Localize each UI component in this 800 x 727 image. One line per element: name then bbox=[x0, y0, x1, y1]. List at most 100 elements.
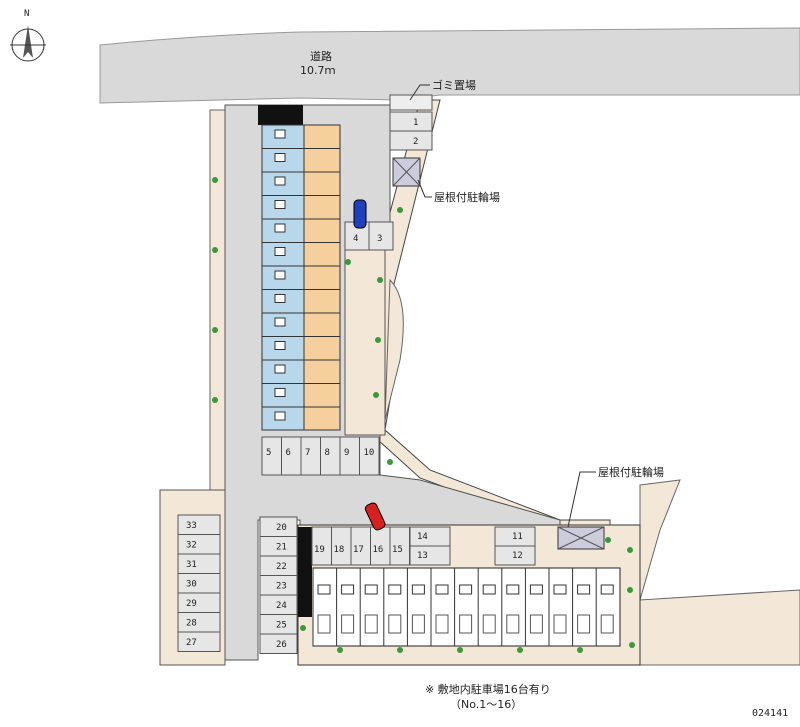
parking-space: 6 bbox=[281, 436, 302, 476]
parking-note-range: （No.1〜16） bbox=[450, 698, 522, 711]
tree-icon bbox=[397, 647, 403, 653]
parking-space: 3 bbox=[368, 221, 394, 251]
parking-space: 29 bbox=[177, 592, 221, 613]
parking-space: 15 bbox=[389, 526, 410, 566]
parking-number: 29 bbox=[186, 599, 197, 609]
building-south bbox=[298, 527, 621, 647]
parking-space: 12 bbox=[494, 545, 536, 566]
parking-number: 21 bbox=[276, 543, 287, 553]
parking-number: 25 bbox=[276, 621, 287, 631]
garbage-area bbox=[389, 94, 433, 111]
tree-icon bbox=[337, 647, 343, 653]
tree-icon bbox=[629, 642, 635, 648]
leader-garbage bbox=[409, 84, 430, 101]
road bbox=[99, 27, 800, 104]
parking-space: 31 bbox=[177, 553, 221, 574]
parking-number: 1 bbox=[413, 118, 418, 128]
parking-number: 10 bbox=[364, 448, 375, 458]
parking-space: 21 bbox=[259, 536, 298, 557]
tree-icon bbox=[517, 647, 523, 653]
parking-number: 28 bbox=[186, 619, 197, 629]
tree-icon bbox=[387, 459, 393, 465]
parking-space: 18 bbox=[331, 526, 352, 566]
parking-number: 33 bbox=[186, 521, 197, 531]
tree-icon bbox=[627, 587, 633, 593]
parking-number: 31 bbox=[186, 560, 197, 570]
tree-icon bbox=[373, 392, 379, 398]
bike-shed-bottom bbox=[557, 526, 605, 550]
parking-number: 32 bbox=[186, 541, 197, 551]
parking-space: 30 bbox=[177, 573, 221, 594]
parking-space: 17 bbox=[350, 526, 371, 566]
parking-number: 9 bbox=[344, 448, 349, 458]
parking-number: 17 bbox=[353, 545, 364, 555]
trees bbox=[212, 177, 635, 653]
leader-bike-top bbox=[417, 179, 432, 198]
parking-space: 24 bbox=[259, 594, 298, 615]
side-slope bbox=[384, 278, 404, 421]
parking-number: 6 bbox=[286, 448, 291, 458]
leader-bike-bottom bbox=[567, 471, 596, 528]
parking-space: 22 bbox=[259, 555, 298, 576]
parking-number: 11 bbox=[512, 532, 523, 542]
parking-space: 14 bbox=[409, 526, 451, 547]
parking-space: 1 bbox=[389, 111, 433, 132]
parking-number: 8 bbox=[325, 448, 330, 458]
car-red-icon bbox=[364, 502, 386, 531]
parking-number: 26 bbox=[276, 640, 287, 650]
parking-space: 23 bbox=[259, 575, 298, 596]
parking-number: 5 bbox=[266, 448, 271, 458]
tree-icon bbox=[377, 277, 383, 283]
parking-number: 15 bbox=[392, 545, 403, 555]
road-width: 10.7ｍ bbox=[300, 64, 336, 77]
parking-number: 4 bbox=[353, 234, 358, 244]
parking-number: 23 bbox=[276, 582, 287, 592]
parking-number: 18 bbox=[334, 545, 345, 555]
parking-number: 7 bbox=[305, 448, 310, 458]
parking-number: 3 bbox=[377, 234, 382, 244]
parking-space: 26 bbox=[259, 633, 298, 654]
parking-number: 2 bbox=[413, 137, 418, 147]
right-landscape bbox=[639, 479, 800, 666]
tree-icon bbox=[457, 647, 463, 653]
tree-icon bbox=[577, 647, 583, 653]
road-name: 道路 bbox=[310, 49, 332, 63]
parking-space: 25 bbox=[259, 614, 298, 635]
parking-note: ※ 敷地内駐車場16台有り bbox=[425, 682, 551, 696]
tree-icon bbox=[605, 537, 611, 543]
parking-number: 12 bbox=[512, 551, 523, 561]
property-code: 024141 bbox=[752, 708, 788, 719]
building-north bbox=[258, 105, 341, 431]
parking-space: 7 bbox=[300, 436, 321, 476]
parking-space: 28 bbox=[177, 612, 221, 633]
parking-space: 33 bbox=[177, 514, 221, 535]
parking-number: 30 bbox=[186, 580, 197, 590]
tree-icon bbox=[397, 207, 403, 213]
parking-number: 22 bbox=[276, 562, 287, 572]
parking-space: 19 bbox=[311, 526, 332, 566]
parking-space: 20 bbox=[259, 516, 298, 537]
parking-number: 27 bbox=[186, 638, 197, 648]
bike-shed-top bbox=[392, 157, 421, 187]
parking-number: 13 bbox=[417, 551, 428, 561]
compass-icon: N bbox=[10, 9, 46, 62]
bike-top-label: 屋根付駐輪場 bbox=[434, 190, 500, 204]
tree-icon bbox=[212, 327, 218, 333]
parking-space: 13 bbox=[409, 545, 451, 566]
parking-space: 11 bbox=[494, 526, 536, 547]
parking-space: 10 bbox=[359, 436, 380, 476]
parking-space: 32 bbox=[177, 534, 221, 555]
tree-icon bbox=[300, 625, 306, 631]
parking-space: 27 bbox=[177, 631, 221, 652]
tree-icon bbox=[375, 337, 381, 343]
parking-number: 20 bbox=[276, 523, 287, 533]
parking-number: 16 bbox=[373, 545, 384, 555]
parking-space: 5 bbox=[261, 436, 282, 476]
parking-space: 8 bbox=[320, 436, 341, 476]
parking-number: 24 bbox=[276, 601, 287, 611]
tree-icon bbox=[345, 259, 351, 265]
parking-space: 9 bbox=[339, 436, 360, 476]
compass-label: N bbox=[24, 9, 29, 19]
